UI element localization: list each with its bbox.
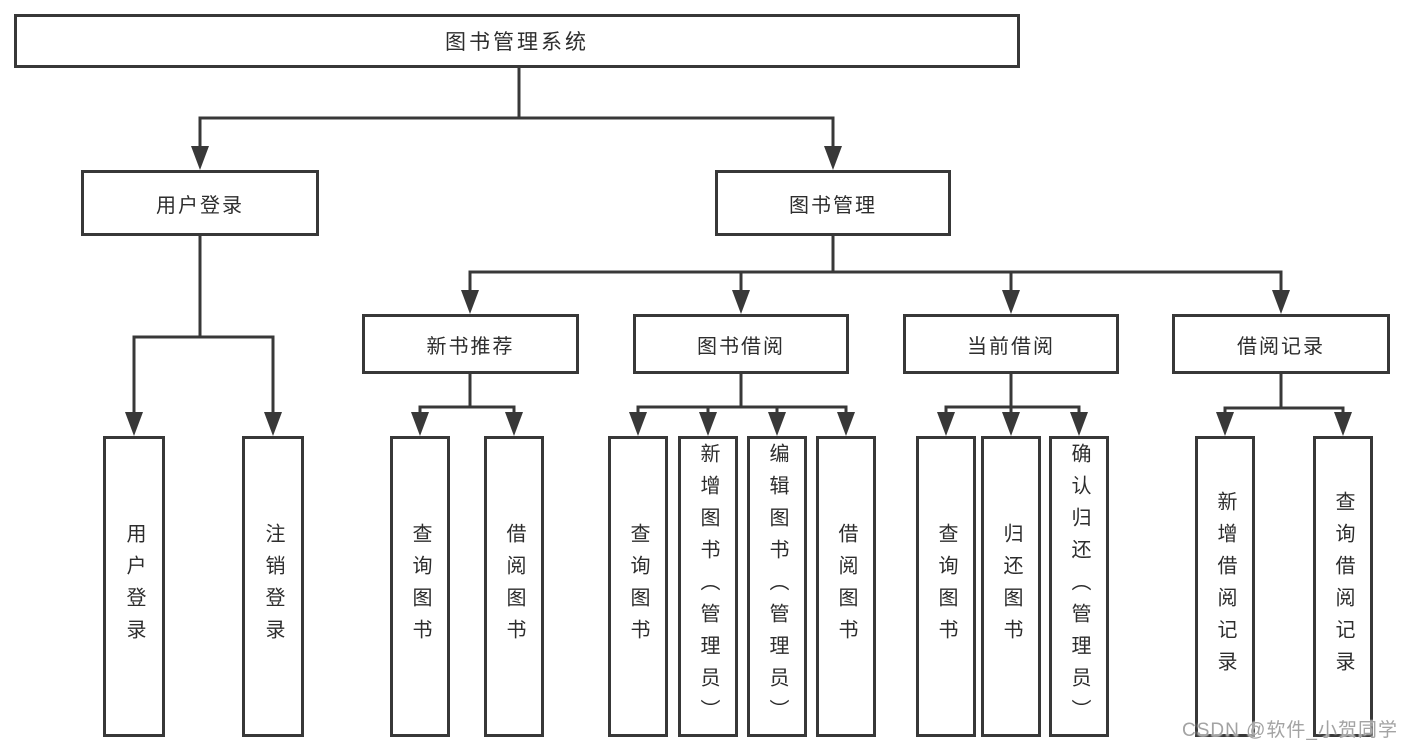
leaf-query-borrow-record: 查询借阅记录 [1313,436,1373,737]
leaf-add-book-admin: 新增图书（管理员） [678,436,738,737]
leaf-return-book-label: 归还图书 [1000,522,1022,651]
leaf-confirm-return-admin-label: 确认归还（管理员） [1068,442,1090,731]
node-book-management-label: 图书管理 [789,194,877,217]
leaf-add-borrow-record: 新增借阅记录 [1195,436,1255,737]
leaf-edit-book-admin: 编辑图书（管理员） [747,436,807,737]
leaf-query-borrow-record-label: 查询借阅记录 [1332,490,1354,683]
leaf-query-book-newrec-label: 查询图书 [409,522,431,651]
leaf-add-borrow-record-label: 新增借阅记录 [1214,490,1236,683]
leaf-query-book-borrow: 查询图书 [608,436,668,737]
connector-book-borrow-to-leaves [629,374,855,436]
connector-current-borrow-to-leaves [937,374,1088,436]
leaf-borrow-book-newrec: 借阅图书 [484,436,544,737]
leaf-edit-book-admin-label: 编辑图书（管理员） [766,442,788,731]
node-borrow-records: 借阅记录 [1172,314,1390,374]
node-user-login: 用户登录 [81,170,319,236]
node-book-borrow: 图书借阅 [633,314,849,374]
node-new-book-recommend: 新书推荐 [362,314,579,374]
watermark: CSDN @软件_小贺同学 [1182,720,1398,741]
connector-new-book-to-leaves [411,374,523,436]
node-new-book-recommend-label: 新书推荐 [426,335,515,358]
leaf-borrow-book-label: 借阅图书 [835,522,857,651]
node-current-borrow: 当前借阅 [903,314,1119,374]
leaf-confirm-return-admin: 确认归还（管理员） [1049,436,1109,737]
connector-root-to-level2 [191,68,842,170]
leaf-query-book-borrow-label: 查询图书 [627,522,649,651]
node-library-system-label: 图书管理系统 [445,31,589,54]
leaf-user-login: 用户登录 [103,436,165,737]
leaf-return-book: 归还图书 [981,436,1041,737]
node-book-borrow-label: 图书借阅 [697,335,785,358]
leaf-query-book-current: 查询图书 [916,436,976,737]
connector-user-login-to-leaves [125,236,282,436]
node-user-login-label: 用户登录 [156,194,244,217]
leaf-query-book-current-label: 查询图书 [935,522,957,651]
connector-borrow-records-to-leaves [1216,374,1352,436]
leaf-borrow-book: 借阅图书 [816,436,876,737]
leaf-logout: 注销登录 [242,436,304,737]
leaf-logout-label: 注销登录 [262,522,284,651]
node-library-system: 图书管理系统 [14,14,1020,68]
node-book-management: 图书管理 [715,170,951,236]
leaf-borrow-book-newrec-label: 借阅图书 [503,522,525,651]
node-current-borrow-label: 当前借阅 [967,335,1055,358]
leaf-add-book-admin-label: 新增图书（管理员） [697,442,719,731]
node-borrow-records-label: 借阅记录 [1237,335,1325,358]
leaf-query-book-newrec: 查询图书 [390,436,450,737]
connector-book-management-to-level3 [461,236,1290,314]
leaf-user-login-label: 用户登录 [123,522,145,651]
